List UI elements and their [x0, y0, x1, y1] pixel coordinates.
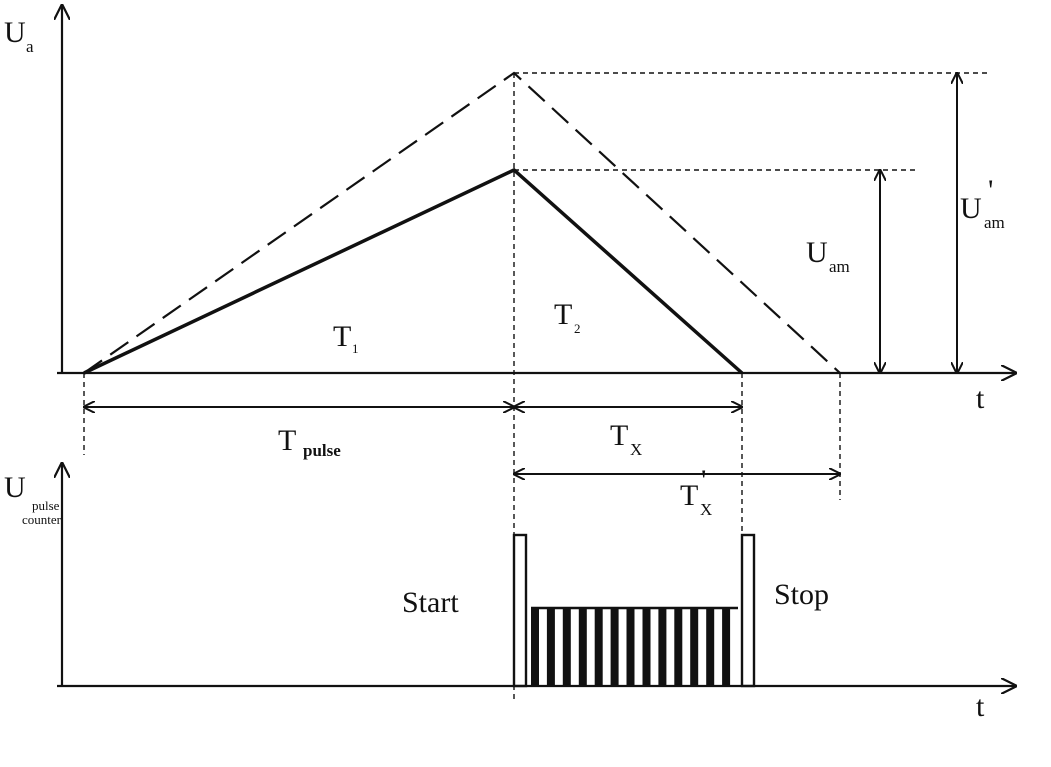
counter-pulse [658, 608, 667, 686]
tx-prime-label-main: T [680, 479, 698, 512]
tpulse-label-main: T [278, 424, 296, 457]
counter-pulse [610, 608, 619, 686]
counter-pulse [690, 608, 699, 686]
tx-prime-label-mark: ' [701, 464, 706, 497]
counter-pulse [594, 608, 603, 686]
counter-pulse [546, 608, 555, 686]
uam-prime-label-mark: ' [988, 174, 993, 207]
start-label: Start [402, 586, 459, 619]
uam-label: U am [806, 236, 850, 276]
uam-prime-label: U ' am [960, 174, 1005, 232]
u-pulse-counter-sub-2: counter [22, 512, 62, 527]
t1-label: T 1 [333, 320, 359, 356]
uam-label-sub: am [829, 257, 850, 276]
t1-label-sub: 1 [352, 341, 359, 356]
tx-prime-label: T ' X [680, 464, 712, 519]
stop-pulse [740, 533, 756, 688]
tpulse-label: T pulse [278, 424, 341, 460]
stop-label: Stop [774, 578, 829, 611]
counter-pulse [626, 608, 635, 686]
ua-label-sub: a [26, 37, 34, 56]
integrator-voltage-solid [83, 167, 744, 375]
u-pulse-counter-sub-1: pulse [32, 498, 60, 513]
counter-pulse [642, 608, 651, 686]
ua-label-main: U [4, 16, 26, 49]
t2-label-sub: 2 [574, 321, 581, 336]
uam-prime-label-main: U [960, 192, 982, 225]
bottom-x-axis-label: t [976, 690, 985, 723]
t2-label: T 2 [554, 298, 581, 336]
counter-pulse [674, 608, 683, 686]
counter-pulse-train [531, 606, 738, 686]
u-pulse-counter-main: U [4, 471, 26, 504]
counter-pulse [706, 608, 715, 686]
start-pulse [512, 533, 528, 688]
uam-prime-label-sub: am [984, 213, 1005, 232]
tx-label-main: T [610, 419, 628, 452]
tpulse-label-sub: pulse [303, 441, 341, 460]
bottom-y-axis-label: U pulse counter [4, 471, 62, 527]
top-y-axis-label: U a [4, 16, 34, 56]
integrator-voltage-dashed [83, 71, 841, 374]
top-x-axis-label: t [976, 382, 985, 415]
uam-label-main: U [806, 236, 828, 269]
tx-label: T X [610, 419, 642, 459]
t1-label-main: T [333, 320, 351, 353]
tx-prime-label-sub: X [700, 500, 712, 519]
tx-label-sub: X [630, 440, 642, 459]
counter-pulse [531, 608, 539, 686]
counter-pulse [722, 608, 731, 686]
counter-pulse [578, 608, 587, 686]
t2-label-main: T [554, 298, 572, 331]
counter-pulse [562, 608, 571, 686]
